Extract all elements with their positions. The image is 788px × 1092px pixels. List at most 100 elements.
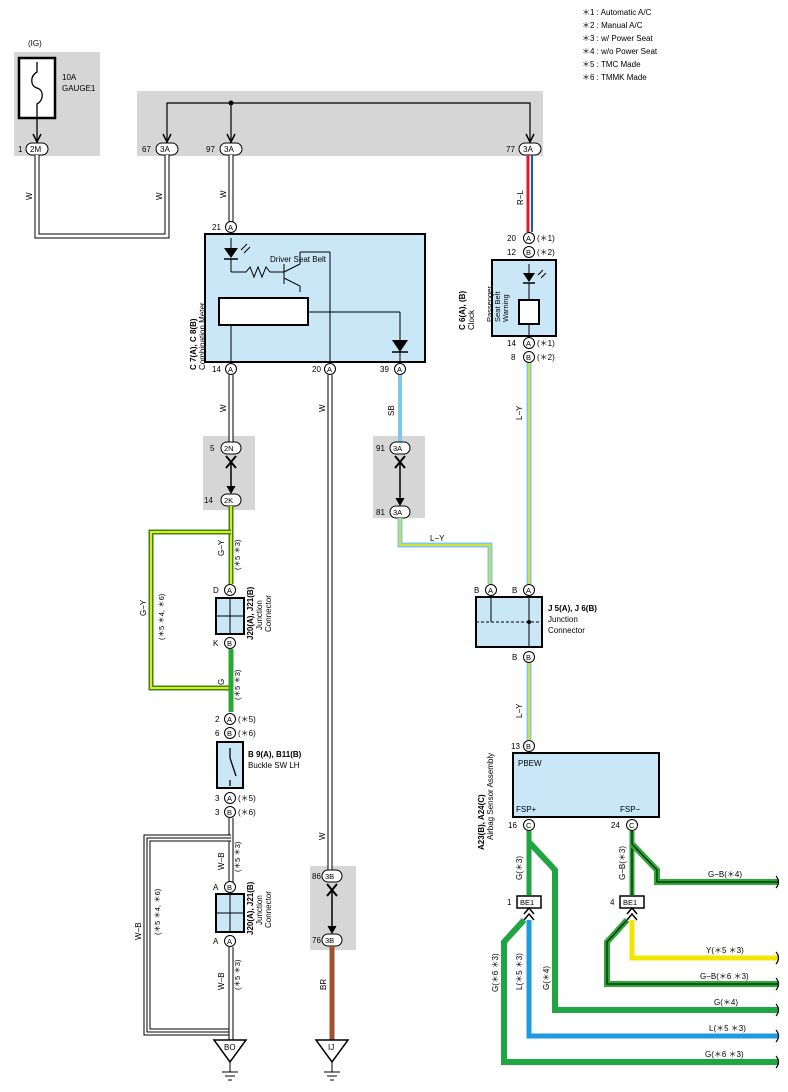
svg-text:A: A (526, 234, 531, 243)
svg-text:4: 4 (610, 898, 615, 907)
svg-text:G−Y: G−Y (217, 539, 226, 556)
be1-connector-4: 4 BE1 (610, 895, 645, 921)
buckle-switch: 2 A (＊5) 6 B (＊6) B 9(A), B11(B) Buckle … (215, 713, 302, 818)
svg-text:2M: 2M (30, 145, 41, 154)
svg-text:13: 13 (511, 742, 520, 751)
svg-text:A: A (228, 223, 233, 232)
svg-text:B: B (526, 653, 531, 662)
svg-text:86: 86 (312, 872, 321, 881)
clock-name: Clock (467, 309, 476, 330)
svg-text:(＊5 ＊4, ＊6): (＊5 ＊4, ＊6) (157, 593, 166, 640)
svg-text:20: 20 (507, 234, 516, 243)
wire-label-w-3: W (219, 190, 228, 198)
svg-text:16: 16 (508, 821, 517, 830)
wire-label-w-2: W (155, 192, 164, 200)
note-1: ＊1 : Automatic A/C (582, 8, 652, 17)
svg-text:G−B(＊4): G−B(＊4) (708, 870, 742, 879)
svg-text:Connector: Connector (264, 891, 273, 928)
clock-pins-bottom: 14 A (＊1) 8 B (＊2) (507, 337, 555, 363)
svg-text:W−B: W−B (217, 972, 226, 990)
be1-connector-1: 1 BE1 (507, 895, 542, 921)
svg-text:K: K (213, 639, 219, 648)
meter-ref: C 7(A), C 8(B) (189, 318, 198, 370)
svg-text:20: 20 (312, 365, 321, 374)
switch-icon (229, 748, 237, 786)
svg-text:BR: BR (319, 979, 328, 990)
svg-text:B: B (512, 586, 517, 595)
ground-ij: IJ (314, 1039, 350, 1081)
svg-text:2N: 2N (224, 444, 234, 453)
svg-text:Junction: Junction (548, 615, 578, 624)
svg-text:Y(＊5 ＊3): Y(＊5 ＊3) (706, 946, 744, 955)
svg-text:2: 2 (215, 715, 220, 724)
svg-text:D: D (213, 586, 219, 595)
junction-connector-right: B A B A J 5(A), J 6(B) Junction Connecto… (474, 584, 597, 663)
svg-text:A: A (327, 365, 332, 374)
svg-text:14: 14 (507, 339, 516, 348)
right-lead-labels: G−B(＊4) Y(＊5 ＊3) G−B(＊6 ＊3) G(＊4) L(＊5 ＊… (700, 870, 749, 1059)
svg-text:(＊2): (＊2) (537, 248, 555, 257)
svg-text:C: C (629, 821, 635, 830)
junction-connector-left-top: D A J20(A), J21(B) Junction Connector K … (213, 584, 273, 649)
svg-text:A: A (488, 586, 493, 595)
svg-text:BO: BO (224, 1043, 236, 1052)
svg-text:(＊5): (＊5) (238, 794, 256, 803)
ig-label: (IG) (28, 39, 42, 48)
svg-text:(＊5 ＊3): (＊5 ＊3) (233, 841, 242, 872)
svg-text:L(＊5 ＊3): L(＊5 ＊3) (515, 953, 524, 990)
airbag-sensor-assembly: 13 B PBEW FSP+ FSP− A23(B), A24(C) Airba… (477, 740, 660, 850)
svg-text:G(＊4): G(＊4) (542, 966, 551, 990)
svg-text:B: B (526, 248, 531, 257)
clock-pins-top: 20 A (＊1) 12 B (＊2) (507, 232, 555, 258)
svg-text:B 9(A), B11(B): B 9(A), B11(B) (248, 750, 302, 759)
svg-text:G: G (217, 679, 226, 685)
meter-name: Combination Meter (198, 302, 207, 370)
svg-text:G−B(＊3): G−B(＊3) (618, 846, 627, 880)
wire-label-w-1: W (25, 192, 34, 200)
svg-text:3A: 3A (523, 145, 533, 154)
svg-text:BE1: BE1 (623, 898, 637, 907)
svg-text:BE1: BE1 (520, 898, 534, 907)
svg-text:A23(B), A24(C): A23(B), A24(C) (477, 794, 486, 850)
svg-text:97: 97 (206, 145, 215, 154)
svg-text:A: A (526, 339, 531, 348)
note-4: ＊4 : w/o Power Seat (582, 47, 658, 56)
note-2: ＊2 : Manual A/C (582, 21, 643, 30)
svg-text:B: B (227, 883, 232, 892)
svg-text:A: A (397, 365, 402, 374)
note-3: ＊3 : w/ Power Seat (582, 34, 653, 43)
svg-text:1: 1 (18, 145, 23, 154)
svg-text:A: A (227, 586, 232, 595)
svg-text:B: B (512, 653, 517, 662)
svg-text:B: B (526, 742, 531, 751)
svg-text:3B: 3B (325, 872, 334, 881)
resistor-icon (231, 265, 284, 279)
ground-bo: BO (212, 1039, 248, 1081)
svg-text:77: 77 (506, 145, 515, 154)
clock-led-icon (523, 273, 535, 282)
svg-text:Seat Belt: Seat Belt (493, 291, 502, 322)
note-6: ＊6 : TMMK Made (582, 73, 647, 82)
svg-text:G(＊6 ＊3): G(＊6 ＊3) (705, 1050, 744, 1059)
svg-text:8: 8 (511, 353, 516, 362)
note-5: ＊5 : TMC Made (582, 60, 641, 69)
transistor-icon (283, 263, 301, 292)
svg-text:(＊6): (＊6) (238, 729, 256, 738)
svg-text:3A: 3A (393, 444, 402, 453)
svg-text:J20(A), J21(B): J20(A), J21(B) (246, 881, 255, 935)
svg-text:39: 39 (380, 365, 389, 374)
fuse-rating: 10A (62, 73, 77, 82)
svg-text:(＊1): (＊1) (537, 234, 555, 243)
svg-text:A: A (213, 937, 219, 946)
meter-ic-block (218, 297, 309, 326)
svg-text:24: 24 (611, 821, 620, 830)
svg-text:L−Y: L−Y (515, 405, 524, 420)
top-connector-3a-97: 97 3A (206, 142, 243, 156)
svg-text:SB: SB (387, 405, 396, 416)
svg-text:3: 3 (215, 794, 220, 803)
svg-text:W: W (318, 404, 327, 412)
svg-text:(＊2): (＊2) (537, 353, 555, 362)
svg-text:W−B: W−B (134, 922, 143, 940)
svg-text:FSP−: FSP− (620, 805, 641, 814)
svg-text:(＊5): (＊5) (238, 715, 256, 724)
